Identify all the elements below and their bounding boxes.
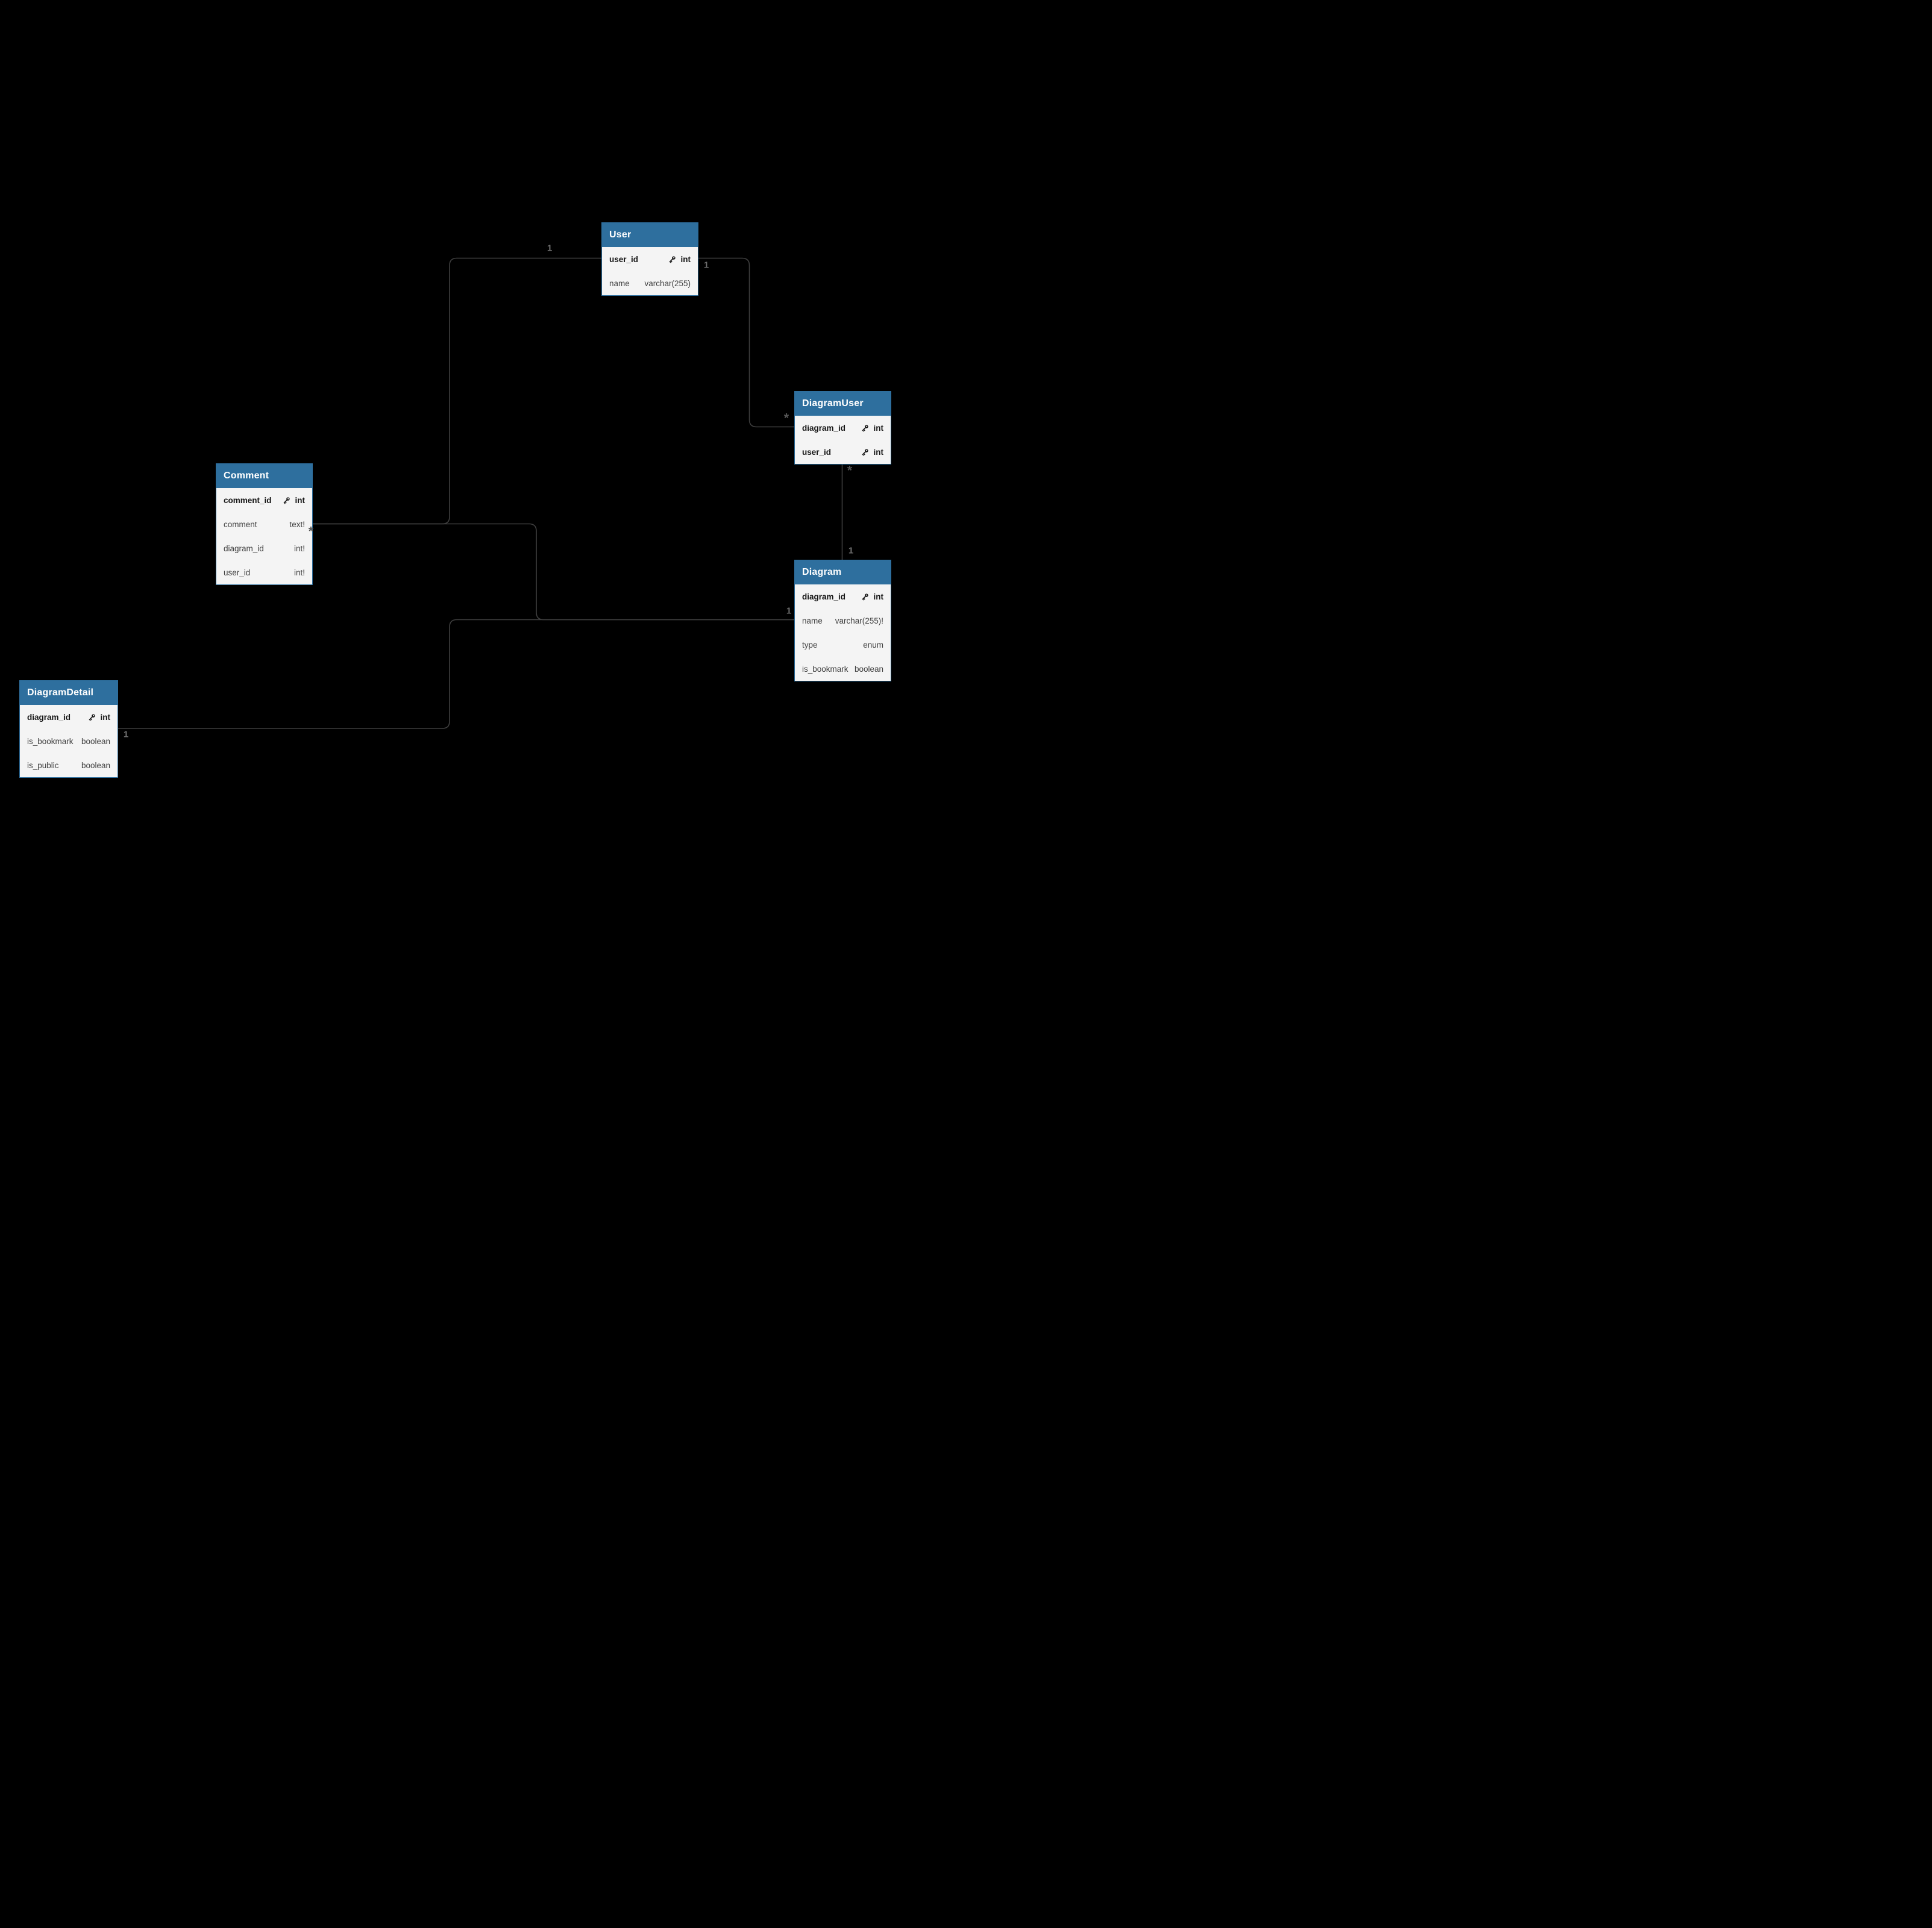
primary-key-icon: [862, 593, 868, 601]
table-row[interactable]: diagram_id int: [795, 416, 891, 440]
column-name: comment: [224, 519, 257, 529]
column-type: int: [295, 495, 306, 505]
cardinality-label: *: [783, 411, 789, 425]
cardinality-label: 1: [703, 260, 709, 271]
column-name: diagram_id: [802, 592, 846, 601]
column-type: boolean: [81, 736, 110, 746]
column-type: int: [100, 712, 111, 722]
primary-key-icon: [669, 255, 676, 263]
column-type: varchar(255)!: [835, 616, 883, 625]
column-type: enum: [863, 640, 883, 649]
table-row[interactable]: diagram_id int!: [216, 536, 312, 560]
column-type: int: [680, 254, 691, 264]
table-row[interactable]: type enum: [795, 633, 891, 657]
cardinality-label: 1: [786, 606, 792, 616]
primary-key-icon: [89, 713, 95, 721]
column-type: text!: [289, 519, 305, 529]
table-row[interactable]: user_id int!: [216, 560, 312, 584]
entity-table-comment[interactable]: Comment comment_id int comment text! dia…: [216, 463, 313, 585]
column-name: comment_id: [224, 495, 272, 505]
column-type: int: [873, 423, 884, 433]
column-type: int!: [293, 568, 305, 577]
relationship-lines: [118, 257, 843, 729]
relationship-line-user-comment[interactable]: [313, 257, 601, 525]
table-title: Diagram: [802, 567, 842, 577]
column-type: boolean: [81, 760, 110, 770]
column-name: type: [802, 640, 818, 649]
column-name: name: [609, 278, 630, 288]
table-row[interactable]: diagram_id int: [795, 584, 891, 609]
cardinality-label: *: [308, 524, 314, 539]
table-header[interactable]: Comment: [216, 464, 312, 488]
table-row[interactable]: user_id int: [795, 440, 891, 464]
column-name: user_id: [609, 254, 639, 264]
primary-key-icon: [862, 424, 868, 432]
table-row[interactable]: diagram_id int: [20, 705, 118, 729]
table-row[interactable]: name varchar(255)!: [795, 609, 891, 633]
relationship-line-comment-diagram[interactable]: [313, 523, 794, 621]
column-type: int!: [293, 543, 305, 553]
entity-table-diagramdetail[interactable]: DiagramDetail diagram_id int is_bookmark…: [19, 680, 118, 778]
column-name: is_bookmark: [27, 736, 74, 746]
column-type: int: [873, 592, 884, 601]
column-name: diagram_id: [27, 712, 71, 722]
table-row[interactable]: is_public boolean: [20, 753, 118, 777]
entity-table-diagramuser[interactable]: DiagramUser diagram_id int user_id int: [794, 391, 891, 465]
entity-table-user[interactable]: User user_id int name varchar(255): [601, 222, 698, 296]
column-type: varchar(255): [644, 278, 691, 288]
table-title: DiagramUser: [802, 398, 864, 408]
column-name: diagram_id: [802, 423, 846, 433]
table-title: DiagramDetail: [27, 687, 94, 698]
cardinality-label: 1: [123, 729, 129, 740]
cardinality-label: *: [847, 463, 853, 478]
column-type: boolean: [854, 664, 883, 674]
entity-table-diagram[interactable]: Diagram diagram_id int name varchar(255)…: [794, 560, 891, 681]
primary-key-icon: [283, 496, 290, 504]
table-row[interactable]: user_id int: [602, 247, 698, 271]
table-header[interactable]: Diagram: [795, 560, 891, 584]
table-row[interactable]: name varchar(255): [602, 271, 698, 295]
er-diagram-canvas[interactable]: User user_id int name varchar(255) Diagr…: [0, 0, 966, 964]
table-row[interactable]: is_bookmark boolean: [795, 657, 891, 681]
relationship-line-diagramdetail-diagram[interactable]: [118, 619, 794, 729]
table-row[interactable]: is_bookmark boolean: [20, 729, 118, 753]
table-row[interactable]: comment_id int: [216, 488, 312, 512]
column-type: int: [873, 447, 884, 457]
table-header[interactable]: DiagramDetail: [20, 681, 118, 705]
relationship-line-user-diagramuser[interactable]: [698, 257, 794, 428]
column-name: diagram_id: [224, 543, 264, 553]
column-name: user_id: [224, 568, 251, 577]
table-header[interactable]: User: [602, 223, 698, 247]
column-name: user_id: [802, 447, 832, 457]
column-name: is_bookmark: [802, 664, 848, 674]
table-title: Comment: [224, 471, 269, 481]
cardinality-label: 1: [848, 545, 854, 556]
table-header[interactable]: DiagramUser: [795, 392, 891, 416]
cardinality-label: 1: [547, 243, 553, 254]
table-title: User: [609, 230, 632, 240]
column-name: name: [802, 616, 823, 625]
primary-key-icon: [862, 448, 868, 456]
column-name: is_public: [27, 760, 59, 770]
table-row[interactable]: comment text!: [216, 512, 312, 536]
